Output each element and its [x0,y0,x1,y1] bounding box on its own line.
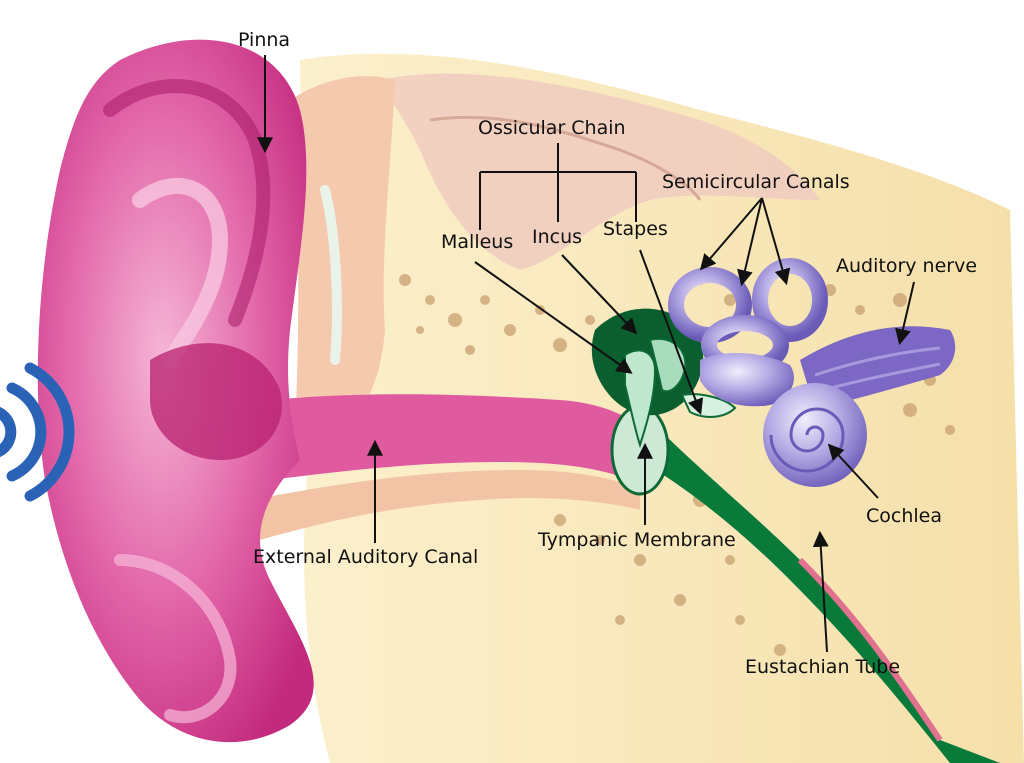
label-auditory-nerve: Auditory nerve [836,255,978,277]
pinna-antihelix [132,177,229,368]
eustachian-arrow [812,530,829,653]
ear-canal-wall [250,470,640,540]
label-ossicular-chain: Ossicular Chain [478,117,626,139]
label-pinna: Pinna [238,29,291,51]
malleus-arrow [474,261,633,374]
cartilage [320,185,342,365]
label-external-auditory-canal: External Auditory Canal [253,546,479,568]
label-eustachian-tube: Eustachian Tube [745,656,901,678]
cochlea-shape [763,383,867,487]
pinna-helix [103,79,271,327]
pinna-concha [150,343,282,460]
cochlea-arrow [827,443,879,499]
eustachian-tube [640,430,1000,763]
ear-canal [270,394,630,480]
label-stapes: Stapes [603,218,668,240]
semicircular-arrow-1 [699,197,763,271]
pinna-lobe [114,554,237,724]
semicircular-canals-shape [668,258,828,407]
label-malleus: Malleus [441,231,514,253]
bone-pores [399,274,955,656]
skin-layer [290,76,395,430]
semicircular-arrow-3 [761,197,791,286]
leader-lines [257,55,915,653]
semicircular-arrow-2 [737,197,763,287]
brain-fold [429,115,702,201]
incus-arrow [561,254,638,335]
eustachian-tube-lining [797,557,943,742]
incus-bone [648,337,687,393]
label-cochlea: Cochlea [866,505,942,527]
label-incus: Incus [532,226,583,248]
malleus-bone [624,349,657,449]
sound-wave-icon [0,362,75,502]
stapes-arrow [639,249,704,416]
label-semicircular-canals: Semicircular Canals [662,171,850,193]
label-tympanic-membrane: Tympanic Membrane [538,529,736,551]
auditory-nerve-arrow [895,281,915,346]
